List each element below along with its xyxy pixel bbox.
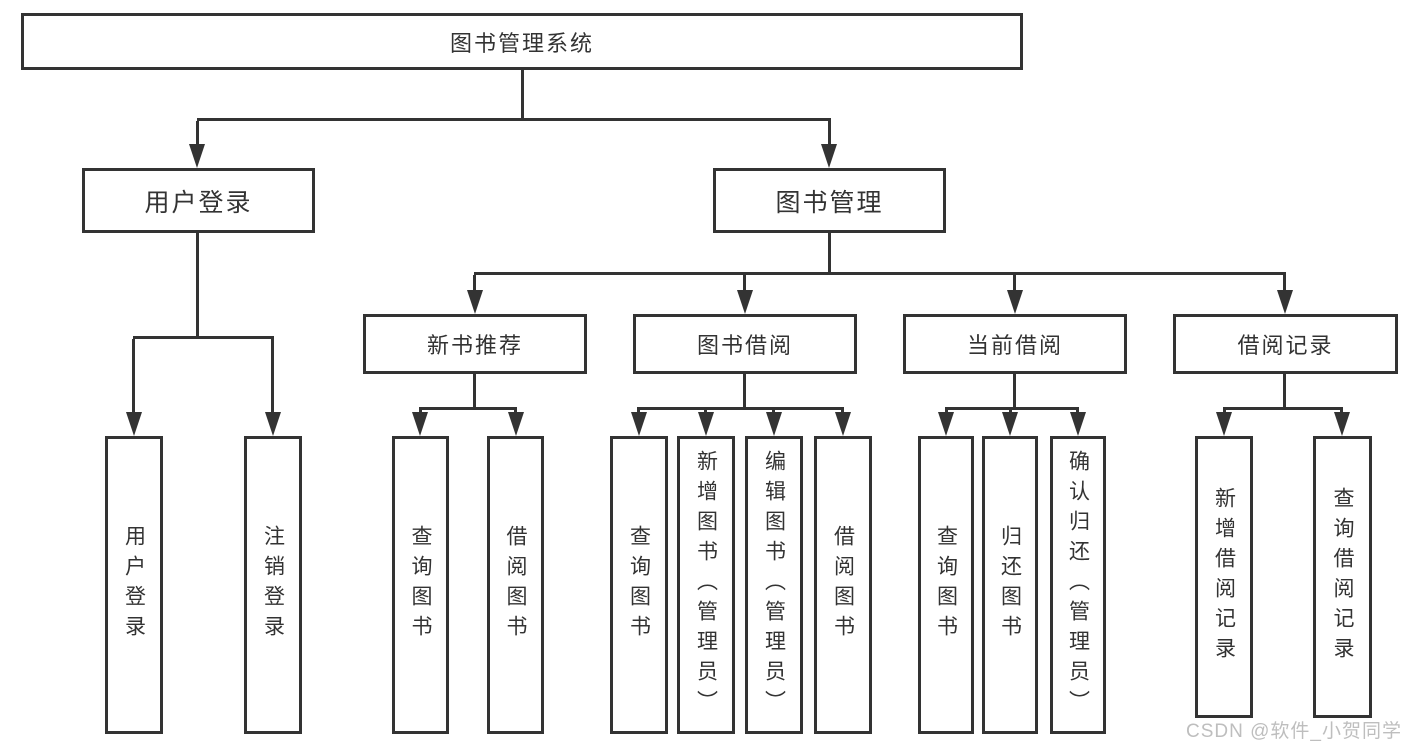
arrowhead-down-icon xyxy=(737,290,753,314)
connector-stem xyxy=(473,374,476,410)
connector-book-mgmt-drop xyxy=(828,121,831,149)
arrowhead-down-icon xyxy=(631,412,647,436)
arrowhead-down-icon xyxy=(1334,412,1350,436)
arrowhead-down-icon xyxy=(1216,412,1232,436)
arrowhead-down-icon xyxy=(1277,290,1293,314)
node-leaf-edit-book-admin: 编辑图书（管理员） xyxy=(745,436,803,734)
connector-drop xyxy=(132,339,135,415)
node-leaf-add-book-admin: 新增图书（管理员） xyxy=(677,436,735,734)
connector-drop xyxy=(271,339,274,415)
node-user-login: 用户登录 xyxy=(82,168,315,233)
arrowhead-down-icon xyxy=(1070,412,1086,436)
node-leaf-query-borrow-record: 查询借阅记录 xyxy=(1313,436,1372,718)
node-leaf-user-login: 用户登录 xyxy=(105,436,163,734)
connector-bar xyxy=(637,407,843,410)
arrowhead-down-icon xyxy=(1007,290,1023,314)
node-leaf-query-books-borrowing: 查询图书 xyxy=(610,436,668,734)
node-leaf-query-books-current: 查询图书 xyxy=(918,436,974,734)
arrowhead-down-icon xyxy=(698,412,714,436)
csdn-watermark: CSDN @软件_小贺同学 xyxy=(1186,721,1402,742)
arrowhead-down-icon xyxy=(835,412,851,436)
node-leaf-borrow-books-borrowing: 借阅图书 xyxy=(814,436,872,734)
arrowhead-down-icon xyxy=(508,412,524,436)
node-book-management: 图书管理 xyxy=(713,168,946,233)
arrowhead-down-icon xyxy=(126,412,142,436)
connector-stem xyxy=(1283,374,1286,410)
connector-drop xyxy=(743,275,746,293)
node-leaf-return-book: 归还图书 xyxy=(982,436,1038,734)
node-leaf-borrow-books-recommend: 借阅图书 xyxy=(487,436,544,734)
node-borrowing-records: 借阅记录 xyxy=(1173,314,1398,374)
connector-stem xyxy=(1013,374,1016,410)
arrowhead-down-icon xyxy=(467,290,483,314)
connector-level2-bar xyxy=(197,118,831,121)
node-leaf-logout: 注销登录 xyxy=(244,436,302,734)
arrowhead-down-icon xyxy=(265,412,281,436)
connector-stem xyxy=(743,374,746,410)
connector-bar xyxy=(1223,407,1343,410)
connector-user-login-bar xyxy=(133,336,274,339)
node-leaf-confirm-return-admin: 确认归还（管理员） xyxy=(1050,436,1106,734)
connector-level3-bar xyxy=(474,272,1286,275)
connector-bar xyxy=(945,407,1079,410)
node-book-borrowing: 图书借阅 xyxy=(633,314,857,374)
connector-bar xyxy=(419,407,517,410)
connector-drop xyxy=(1013,275,1016,293)
connector-user-login-stem xyxy=(196,233,199,339)
node-library-management-system: 图书管理系统 xyxy=(21,13,1023,70)
connector-book-mgmt-stem xyxy=(828,233,831,275)
node-leaf-add-borrow-record: 新增借阅记录 xyxy=(1195,436,1253,718)
arrowhead-down-icon xyxy=(821,144,837,168)
arrowhead-down-icon xyxy=(1002,412,1018,436)
connector-drop xyxy=(473,275,476,293)
connector-root-stem xyxy=(521,70,524,121)
node-leaf-query-books-recommend: 查询图书 xyxy=(392,436,449,734)
node-current-borrowing: 当前借阅 xyxy=(903,314,1127,374)
arrowhead-down-icon xyxy=(412,412,428,436)
connector-user-login-drop xyxy=(196,121,199,149)
arrowhead-down-icon xyxy=(189,144,205,168)
arrowhead-down-icon xyxy=(938,412,954,436)
node-new-book-recommend: 新书推荐 xyxy=(363,314,587,374)
connector-drop xyxy=(1283,275,1286,293)
arrowhead-down-icon xyxy=(766,412,782,436)
